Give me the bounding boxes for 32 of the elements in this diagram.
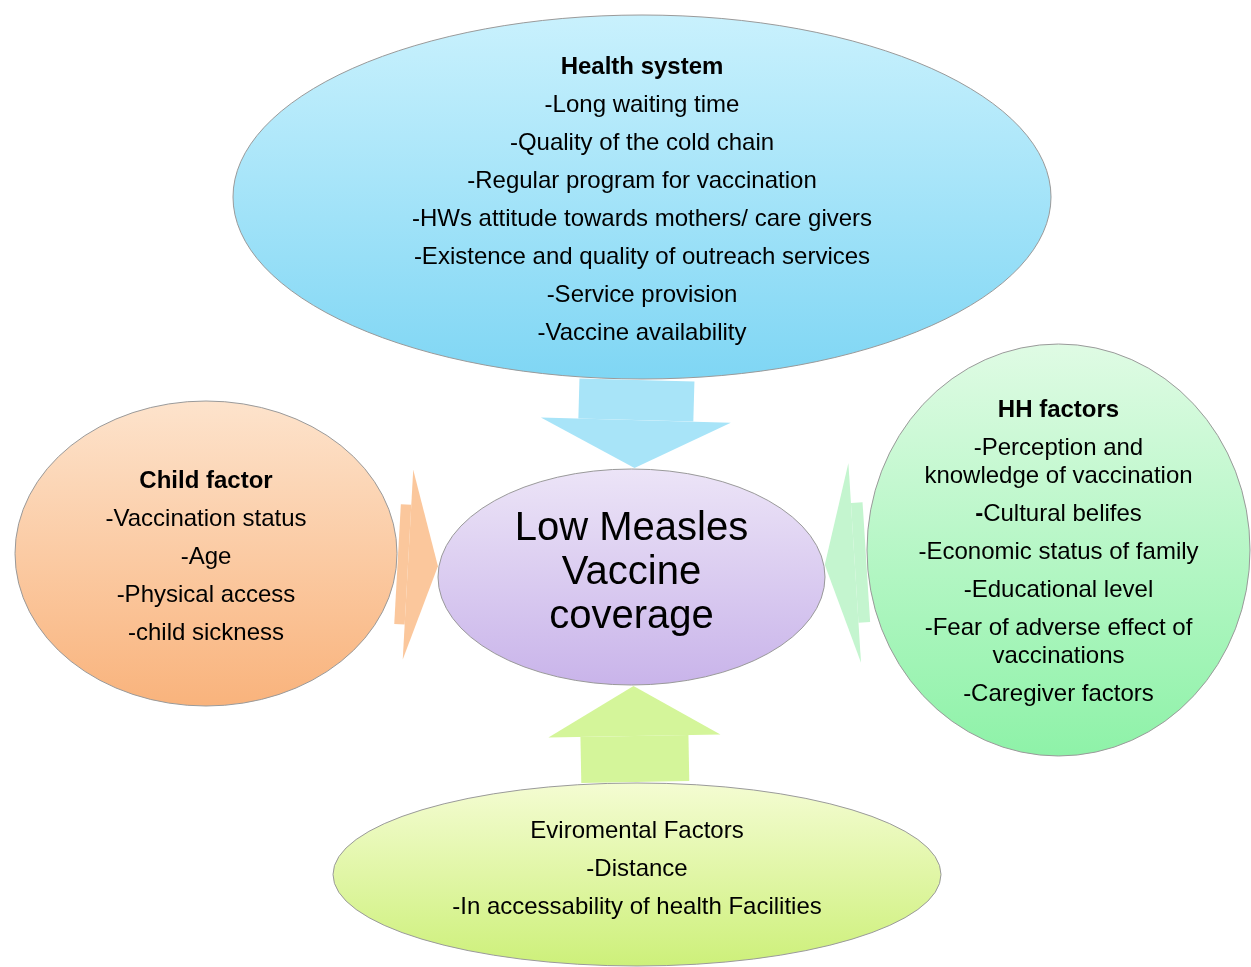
list-item: -Distance: [586, 852, 688, 883]
list-item: -Vaccine availability: [537, 317, 747, 347]
list-item: -Service provision: [546, 279, 738, 309]
block-arrow: [540, 378, 731, 468]
heading: Health system: [560, 51, 724, 81]
list-item: -Existence and quality of outreach services: [413, 241, 871, 271]
list-item: -In accessability of health Facilities: [452, 890, 822, 921]
list-item: -Educational level: [963, 575, 1154, 603]
list-item: Eviromental Factors: [530, 814, 744, 845]
list-item: -Quality of the cold chain: [509, 127, 775, 157]
ellipse: [232, 14, 1052, 380]
ellipse: [866, 343, 1251, 757]
ellipse: [332, 782, 942, 967]
ellipse: [14, 400, 398, 707]
list-item: -Regular program for vaccination: [467, 165, 817, 195]
list-item: -Caregiver factors: [963, 679, 1154, 707]
heading: HH factors: [997, 395, 1120, 423]
list-item: -Vaccination status: [105, 502, 307, 533]
list-item: -Fear of adverse effect of vaccinations: [923, 613, 1194, 669]
block-arrow: [824, 463, 871, 663]
list-item: -Age: [180, 540, 232, 571]
list-item: -Economic status of family: [918, 537, 1199, 565]
block-arrow: [394, 469, 438, 660]
list-item: -child sickness: [127, 616, 284, 647]
list-item: -Long waiting time: [544, 89, 740, 119]
list-item: -Cultural belifes: [975, 499, 1142, 527]
list-item: -Physical access: [116, 578, 296, 609]
list-item: -Perception and knowledge of vaccination: [923, 433, 1194, 489]
heading: Child factor: [139, 464, 273, 495]
center-text: Low Measles Vaccine coverage: [513, 504, 750, 636]
list-item: -HWs attitude towards mothers/ care givers: [411, 203, 873, 233]
ellipse: [437, 468, 826, 686]
